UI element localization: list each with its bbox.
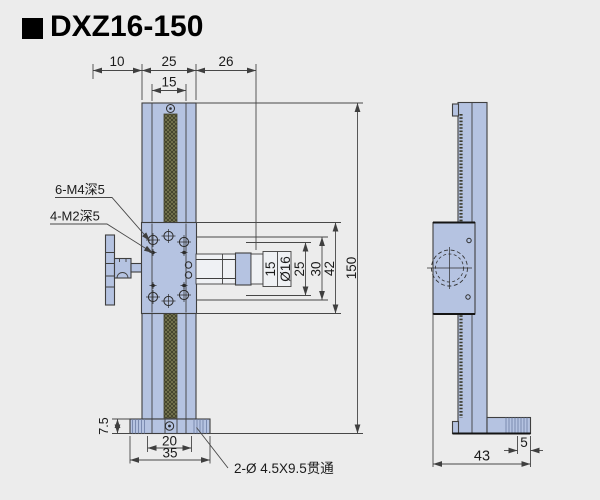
side-carriage-block xyxy=(427,221,476,315)
dim-platform-diameter: Ø16 xyxy=(278,256,293,282)
dim-right-30: 30 xyxy=(309,261,324,276)
dim-top-reach: 26 xyxy=(218,54,233,69)
dim-platform-length: 15 xyxy=(263,261,278,276)
dim-foot-height: 7.5 xyxy=(97,417,111,434)
front-view: 15 Ø16 10 25 26 15 xyxy=(50,54,363,476)
dim-top-slot: 15 xyxy=(161,75,176,90)
front-base-foot xyxy=(129,418,211,435)
dim-right-42: 42 xyxy=(322,261,337,276)
title-bullet-icon xyxy=(22,18,43,39)
dim-depth: 43 xyxy=(474,449,490,465)
handwheel-shaft xyxy=(130,262,143,273)
front-bottom-dimensions: 7.5 20 35 xyxy=(97,417,211,464)
callout-m2-label: 4-M2深5 xyxy=(50,209,100,224)
platform-shaft: 15 Ø16 xyxy=(195,251,293,287)
side-view: 5 43 xyxy=(427,101,543,467)
front-callouts: 6-M4深5 4-M2深5 2-Ø 4.5X9.5贯通 xyxy=(50,182,334,476)
dim-top-width: 25 xyxy=(161,54,176,69)
handwheel-hub xyxy=(113,257,132,279)
side-bottom-tab xyxy=(451,420,460,435)
carriage-plate xyxy=(140,221,198,315)
handwheel xyxy=(104,234,143,306)
front-top-dimensions: 10 25 26 15 xyxy=(92,54,257,250)
side-dimensions: 5 43 xyxy=(432,314,543,467)
dim-base-width: 35 xyxy=(162,446,177,461)
title-bar: DXZ16-150 xyxy=(22,10,203,44)
dim-right-25: 25 xyxy=(292,261,307,276)
dim-top-offset: 10 xyxy=(109,54,124,69)
dim-foot-slot: 20 xyxy=(162,434,177,449)
handwheel-rim xyxy=(104,234,116,306)
dim-total-height: 150 xyxy=(344,257,359,280)
side-top-tab xyxy=(451,103,460,117)
page-title: DXZ16-150 xyxy=(50,10,204,43)
side-base-foot xyxy=(452,416,532,435)
front-right-dimensions: 25 30 42 150 xyxy=(196,102,363,434)
callout-m4-label: 6-M4深5 xyxy=(55,182,105,197)
screw-top-bearing-icon xyxy=(166,104,175,113)
plain-holes xyxy=(184,261,193,279)
m4-holes xyxy=(146,229,191,308)
dim-foot-lip: 5 xyxy=(520,435,528,450)
callout-through-holes-label: 2-Ø 4.5X9.5贯通 xyxy=(234,461,334,476)
